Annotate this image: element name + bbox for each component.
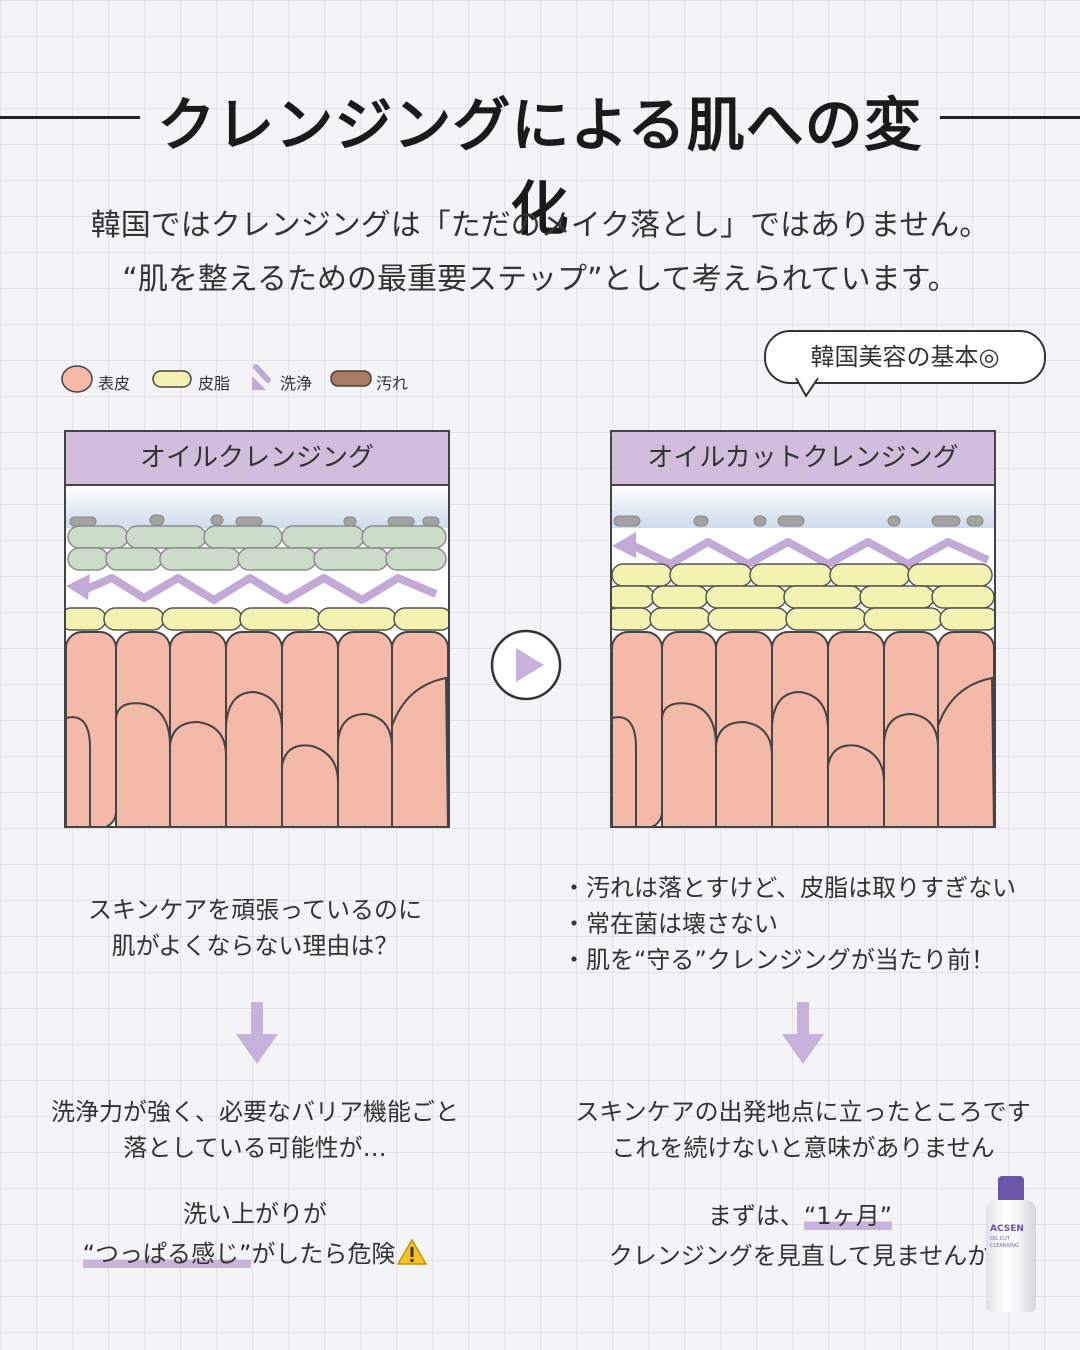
dirt-swatch-icon — [330, 370, 372, 387]
panel-oil-cleansing-title: オイルクレンジング — [66, 432, 448, 486]
right-bullet-2: ・常在菌は壊さない — [562, 910, 778, 938]
bubble-tail — [795, 376, 819, 398]
panel-oil-cut-cleansing-title: オイルカットクレンジング — [612, 432, 994, 486]
bottle-label-1: OIL CUT — [990, 1236, 1010, 1242]
warning-icon — [397, 1238, 428, 1265]
right-bullet-3: ・肌を“守る”クレンジングが当たり前！ — [562, 946, 995, 974]
down-arrow-icon-left — [236, 1002, 278, 1064]
left-result-2: 落としている可能性が… — [123, 1134, 387, 1162]
product-bottle: ACSEN OIL CUT CLEANSING — [986, 1176, 1038, 1314]
bottle-cap — [998, 1176, 1024, 1202]
bottle-body — [986, 1200, 1036, 1312]
legend-epidermis: 表皮 — [98, 374, 131, 393]
intro-line-2: “肌を整えるための最重要ステップ”として考えられています。 — [122, 262, 958, 297]
badge-text: 韓国美容の基本◎ — [810, 343, 1000, 371]
right-note-2: クレンジングを見直して見ませんか — [608, 1242, 992, 1270]
legend-sebum: 皮脂 — [198, 374, 231, 393]
panel-oil-cut-cleansing: オイルカットクレンジング — [610, 430, 996, 828]
one-month-highlight: “1ヶ月” — [803, 1202, 893, 1230]
panel-oil-cleansing: オイルクレンジング — [64, 430, 450, 828]
title-line-right — [940, 116, 1080, 119]
left-note-2-rest: がしたら危険 — [251, 1240, 396, 1268]
right-result-1: スキンケアの出発地点に立ったところです — [575, 1098, 1031, 1126]
left-caption-2: 肌がよくならない理由は？ — [111, 932, 399, 960]
skin-diagram-oil-cut — [612, 486, 994, 826]
right-bullet-1: ・汚れは落とすけど、皮脂は取りすぎない — [562, 874, 1017, 902]
skin-diagram-oil — [66, 486, 448, 826]
tight-feeling-highlight: “つっぱる感じ” — [82, 1240, 252, 1268]
title-line-left — [0, 116, 140, 119]
intro-line-1: 韓国ではクレンジングは「ただのメイク落とし」ではありません。 — [90, 208, 990, 243]
right-note-1-pre: まずは、 — [707, 1202, 804, 1230]
sebum-swatch-icon — [152, 370, 192, 388]
bottle-label-2: CLEANSING — [990, 1243, 1019, 1249]
next-arrow-icon — [490, 629, 562, 701]
left-note-1: 洗い上がりが — [183, 1200, 327, 1228]
legend-cleanse: 洗浄 — [280, 374, 313, 393]
bottle-brand: ACSEN — [990, 1224, 1024, 1234]
right-result-2: これを続けないと意味がありません — [611, 1134, 995, 1162]
left-note-2: “つっぱる感じ”がしたら危険 — [20, 1236, 490, 1272]
left-caption-1: スキンケアを頑張っているのに — [87, 896, 423, 924]
right-note-1: まずは、“1ヶ月” — [560, 1198, 1040, 1234]
legend-dirt: 汚れ — [376, 374, 409, 393]
page-title: クレンジングによる肌への変化 — [157, 91, 923, 243]
down-arrow-icon-right — [782, 1002, 824, 1064]
badge-bubble: 韓国美容の基本◎ — [764, 330, 1046, 384]
left-result-1: 洗浄力が強く、必要なバリア機能ごと — [51, 1098, 459, 1126]
epidermis-swatch-icon — [61, 365, 93, 393]
cleanse-arrow-icon — [252, 364, 271, 390]
